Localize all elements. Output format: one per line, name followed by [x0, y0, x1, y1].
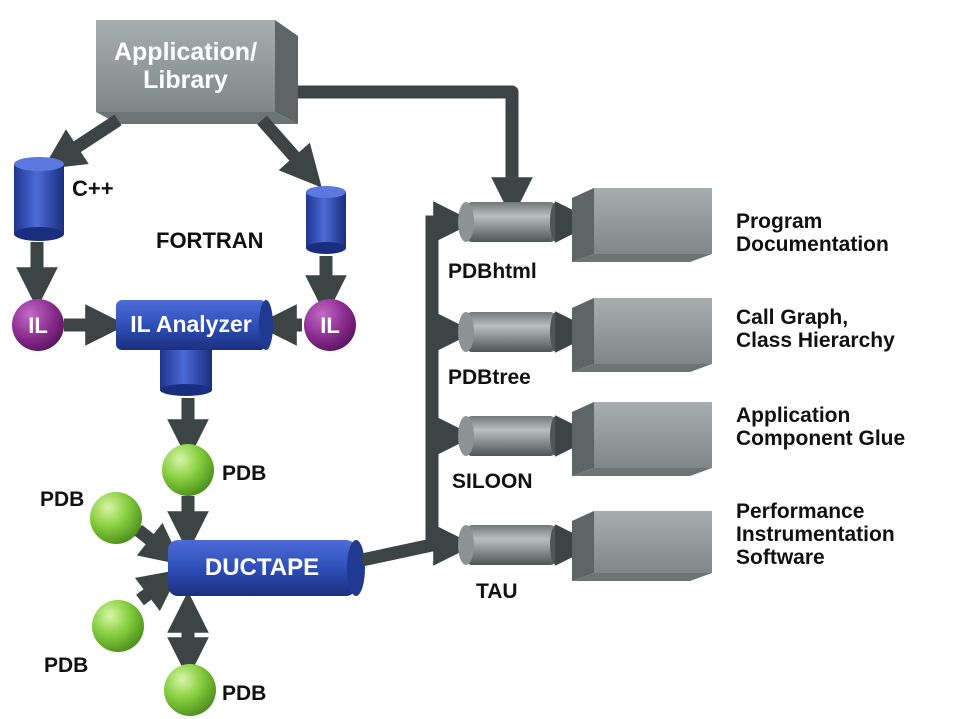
tool-label-siloon: SILOON — [452, 470, 533, 493]
arrow-to-fortran — [257, 115, 322, 188]
output-label-component-glue: Application Component Glue — [736, 404, 905, 450]
output-line: Class Hierarchy — [736, 329, 895, 352]
output-line: Instrumentation — [736, 523, 895, 546]
output-box-tau — [572, 511, 712, 581]
output-line: Program — [736, 210, 823, 233]
tool-label-pdbtree: PDBtree — [448, 366, 531, 389]
output-line: Component Glue — [736, 427, 906, 450]
il-analyzer-label: IL Analyzer — [130, 311, 252, 337]
tool-bus — [360, 201, 475, 567]
cpp-label: C++ — [72, 176, 114, 201]
output-line: Software — [736, 546, 825, 569]
application-library-box — [96, 20, 298, 124]
source-arrows — [42, 85, 533, 219]
output-box-siloon — [572, 402, 712, 476]
fortran-label: FORTRAN — [156, 228, 264, 253]
arrow-to-cpp — [42, 114, 122, 170]
source-label-line2: Library — [143, 66, 228, 94]
pdb-label-left: PDB — [40, 488, 85, 511]
arrow-pdb-left-to-ductape — [133, 522, 183, 565]
output-box-pdbtree — [572, 298, 712, 372]
tool-label-tau: TAU — [476, 580, 518, 603]
output-line: Performance — [736, 500, 865, 523]
pdb-label-bottom: PDB — [222, 682, 267, 705]
il-left-label: IL — [28, 313, 48, 338]
ductape-cylinder — [168, 540, 365, 596]
pdb-ball-top — [162, 444, 214, 496]
arrow-pdb-lowerleft-from-ductape — [134, 569, 181, 612]
output-line: Documentation — [736, 233, 889, 256]
tool-label-pdbhtml: PDBhtml — [448, 260, 537, 283]
output-line: Call Graph, — [736, 306, 849, 329]
cpp-frontend-cylinder — [14, 157, 64, 241]
pdb-label-lower-left: PDB — [44, 654, 89, 677]
il-left-ball — [12, 299, 64, 351]
output-box-pdbhtml — [572, 188, 712, 262]
pdb-label-top: PDB — [222, 462, 267, 485]
fortran-frontend-cylinder — [306, 186, 346, 254]
il-right-label: IL — [320, 313, 340, 338]
source-box-label: Application/ Library — [96, 38, 275, 94]
output-line: Application — [736, 404, 851, 427]
tool-cylinder-pdbtree — [458, 311, 597, 353]
ductape-label: DUCTAPE — [204, 554, 320, 581]
output-boxes — [572, 188, 712, 581]
source-label-line1: Application/ — [113, 38, 258, 66]
il-analyzer-pipe — [116, 300, 273, 396]
tool-cylinder-tau — [458, 524, 597, 566]
arrow-to-pdbhtml — [298, 85, 533, 219]
pdb-ball-lower-left — [92, 600, 144, 652]
tool-cylinder-pdbhtml — [458, 201, 597, 243]
output-label-performance: Performance Instrumentation Software — [736, 500, 895, 569]
il-right-ball — [304, 299, 356, 351]
tool-cylinder-siloon — [458, 415, 597, 457]
output-label-call-graph: Call Graph, Class Hierarchy — [736, 306, 895, 352]
pdb-ball-bottom — [164, 664, 216, 716]
output-label-program-documentation: Program Documentation — [736, 210, 889, 256]
pdb-ball-left — [90, 492, 142, 544]
